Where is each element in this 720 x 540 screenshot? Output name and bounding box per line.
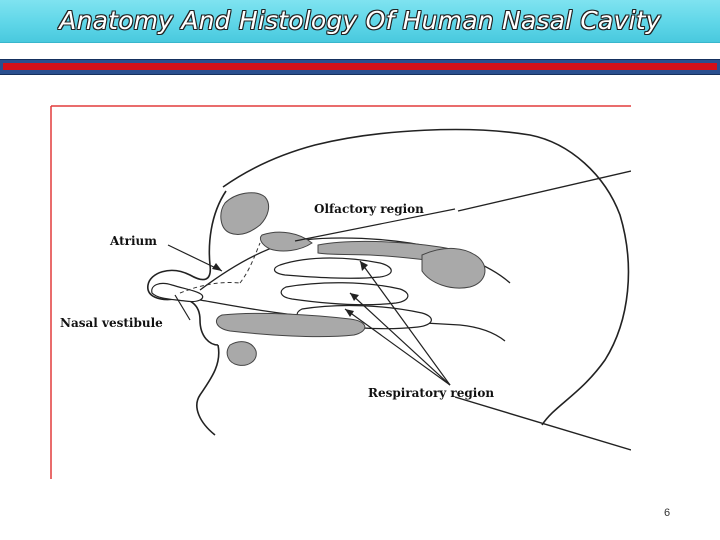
frontal-sinus-shape xyxy=(220,192,270,236)
respiratory-arrow-1 xyxy=(359,260,451,386)
olfactory-region-label: Olfactory region xyxy=(314,202,424,216)
vestibule-leader-line xyxy=(174,294,191,321)
vestibule-boundary-dashed xyxy=(179,282,241,294)
nasal-cavity-diagram-svg: Olfactory region Atrium Nasal vestibule … xyxy=(50,105,631,479)
slide-title: Anatomy And Histology Of Human Nasal Cav… xyxy=(59,6,661,35)
atrium-label: Atrium xyxy=(109,234,157,248)
respiratory-arrowhead-3 xyxy=(345,309,354,317)
respiratory-arrow-3 xyxy=(344,308,451,386)
title-divider-red-stripe xyxy=(3,63,717,70)
respiratory-arrowhead-1 xyxy=(360,261,368,271)
respiratory-arrowhead-2 xyxy=(350,293,359,301)
maxilla-fragment-shape xyxy=(226,341,257,366)
lip-outline xyxy=(196,344,220,436)
respiratory-region-label: Respiratory region xyxy=(368,386,494,400)
page-number: 6 xyxy=(664,507,671,519)
nasal-cavity-diagram: Olfactory region Atrium Nasal vestibule … xyxy=(50,105,631,479)
atrium-arrowhead xyxy=(212,263,222,271)
title-divider xyxy=(0,59,720,75)
superior-turbinate-shape xyxy=(274,257,392,279)
olfactory-leader-extension xyxy=(457,170,631,212)
cribriform-bone-shape xyxy=(259,231,313,252)
respiratory-arrow-2 xyxy=(349,292,451,386)
hard-palate-shape xyxy=(215,312,366,338)
sphenoid-sinus-shape xyxy=(421,248,486,289)
nasal-vestibule-label: Nasal vestibule xyxy=(60,316,163,330)
respiratory-leader-extension xyxy=(454,396,631,451)
middle-turbinate-shape xyxy=(280,282,409,306)
atrium-leader-line xyxy=(167,244,223,272)
atrium-boundary-dashed xyxy=(239,242,261,284)
head-outline xyxy=(222,128,630,426)
title-bar: Anatomy And Histology Of Human Nasal Cav… xyxy=(0,0,720,43)
nostril-shape xyxy=(151,282,204,303)
olfactory-leader-line xyxy=(294,208,456,242)
